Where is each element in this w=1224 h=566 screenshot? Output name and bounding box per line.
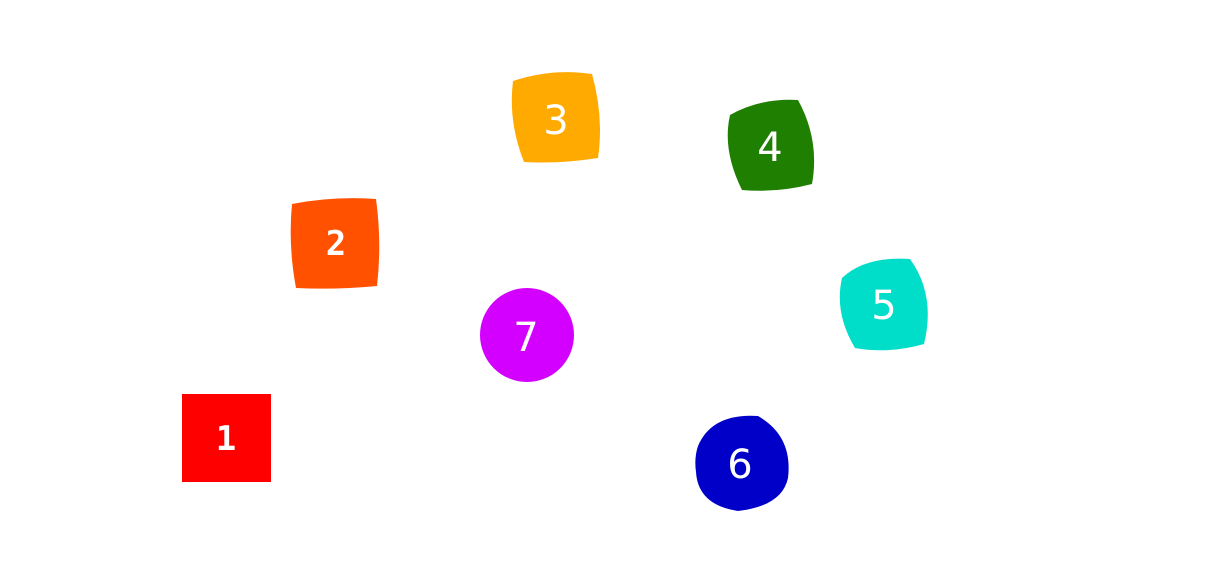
shape-3[interactable]: 3 bbox=[511, 72, 600, 163]
shape-4[interactable]: 4 bbox=[727, 99, 815, 191]
shape-4-label: 4 bbox=[757, 125, 782, 171]
shape-4-body bbox=[727, 99, 815, 191]
shape-5-label: 5 bbox=[871, 283, 896, 329]
shape-6-body bbox=[695, 415, 789, 511]
shape-3-label: 3 bbox=[543, 98, 568, 144]
shape-1-body bbox=[182, 394, 271, 482]
shape-5[interactable]: 5 bbox=[839, 258, 928, 351]
shape-6[interactable]: 6 bbox=[695, 415, 789, 511]
shape-1-label: 1 bbox=[216, 419, 236, 459]
shape-7[interactable]: 7 bbox=[480, 288, 574, 382]
shape-3-body bbox=[511, 72, 600, 163]
shape-5-body bbox=[839, 258, 928, 351]
shape-1[interactable]: 1 bbox=[182, 394, 271, 482]
shape-7-body bbox=[480, 288, 574, 382]
shape-2[interactable]: 2 bbox=[290, 198, 380, 289]
shape-6-label: 6 bbox=[727, 442, 752, 488]
shape-2-label: 2 bbox=[326, 224, 346, 264]
shape-2-body bbox=[290, 198, 380, 289]
shape-7-label: 7 bbox=[513, 315, 538, 361]
